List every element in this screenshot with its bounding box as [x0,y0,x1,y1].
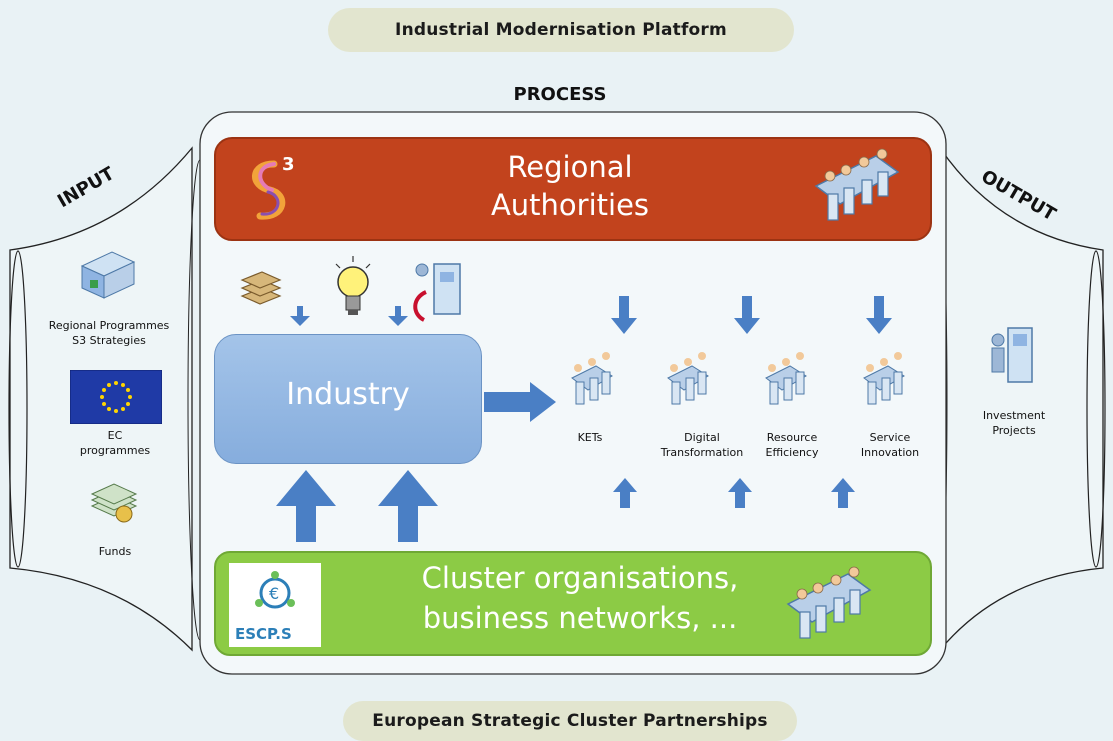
cluster-to-industry-arrow-2 [378,470,438,542]
output-lane-right-edge [1086,250,1106,568]
cluster-arrow-1 [613,478,637,508]
partnership-title: European Strategic Cluster Partnerships [343,701,797,741]
meeting-group-icon [806,142,902,232]
industry-box [214,334,482,464]
regional-arrow-3 [866,296,892,334]
idea-lightbulb-icon [332,256,374,322]
cluster-arrow-2 [728,478,752,508]
regional-arrow-1 [611,296,637,334]
money-stack-icon [88,476,140,532]
output-lane-outline [939,145,1104,652]
escp-logo: € ESCP.S [229,563,321,647]
platform-title: Industrial Modernisation Platform [328,8,794,52]
area-kets-label: KETs [577,431,603,444]
area-resource-label: Resource Efficiency [765,431,819,459]
regional-arrow-2 [734,296,760,334]
input-ec-label: EC programmes [79,429,151,457]
cluster-to-industry-arrow-1 [276,470,336,542]
s3-logo-number: 3 [282,154,295,175]
building-icon [76,246,138,302]
input-lane-left-edge [8,250,28,568]
input-regional-label: Regional Programmes S3 Strategies [48,319,170,347]
cluster-meeting-icon [778,558,874,650]
industry-to-areas-arrow [484,382,556,422]
regional-authorities-band [214,137,932,241]
area-kets-icon [566,338,618,410]
regional-authorities-label: Regional Authorities [490,150,650,222]
area-resource-icon [760,338,812,410]
area-digital-label: Digital Transformation [660,431,744,459]
input-arrow-1 [290,306,310,326]
input-arrow-2 [388,306,408,326]
escp-logo-text: ESCP.S [235,625,292,643]
eu-flag-icon [70,370,162,424]
industry-label: Industry [286,377,410,412]
process-frame [199,111,947,675]
svg-text:€: € [269,584,279,603]
area-digital-icon [662,338,714,410]
area-service-label: Service Innovation [860,431,920,459]
atm-person-icon [988,322,1036,388]
cluster-arrow-3 [831,478,855,508]
cluster-organisations-label: Cluster organisations, business networks… [421,561,739,635]
output-investment-label: Investment Projects [982,409,1046,437]
s3-logo: 3 [244,150,304,226]
process-title: PROCESS [513,84,607,105]
input-funds-label: Funds [98,545,132,558]
documents-stack-icon [238,268,284,308]
area-service-icon [858,338,910,410]
tech-transfer-icon [408,258,468,324]
